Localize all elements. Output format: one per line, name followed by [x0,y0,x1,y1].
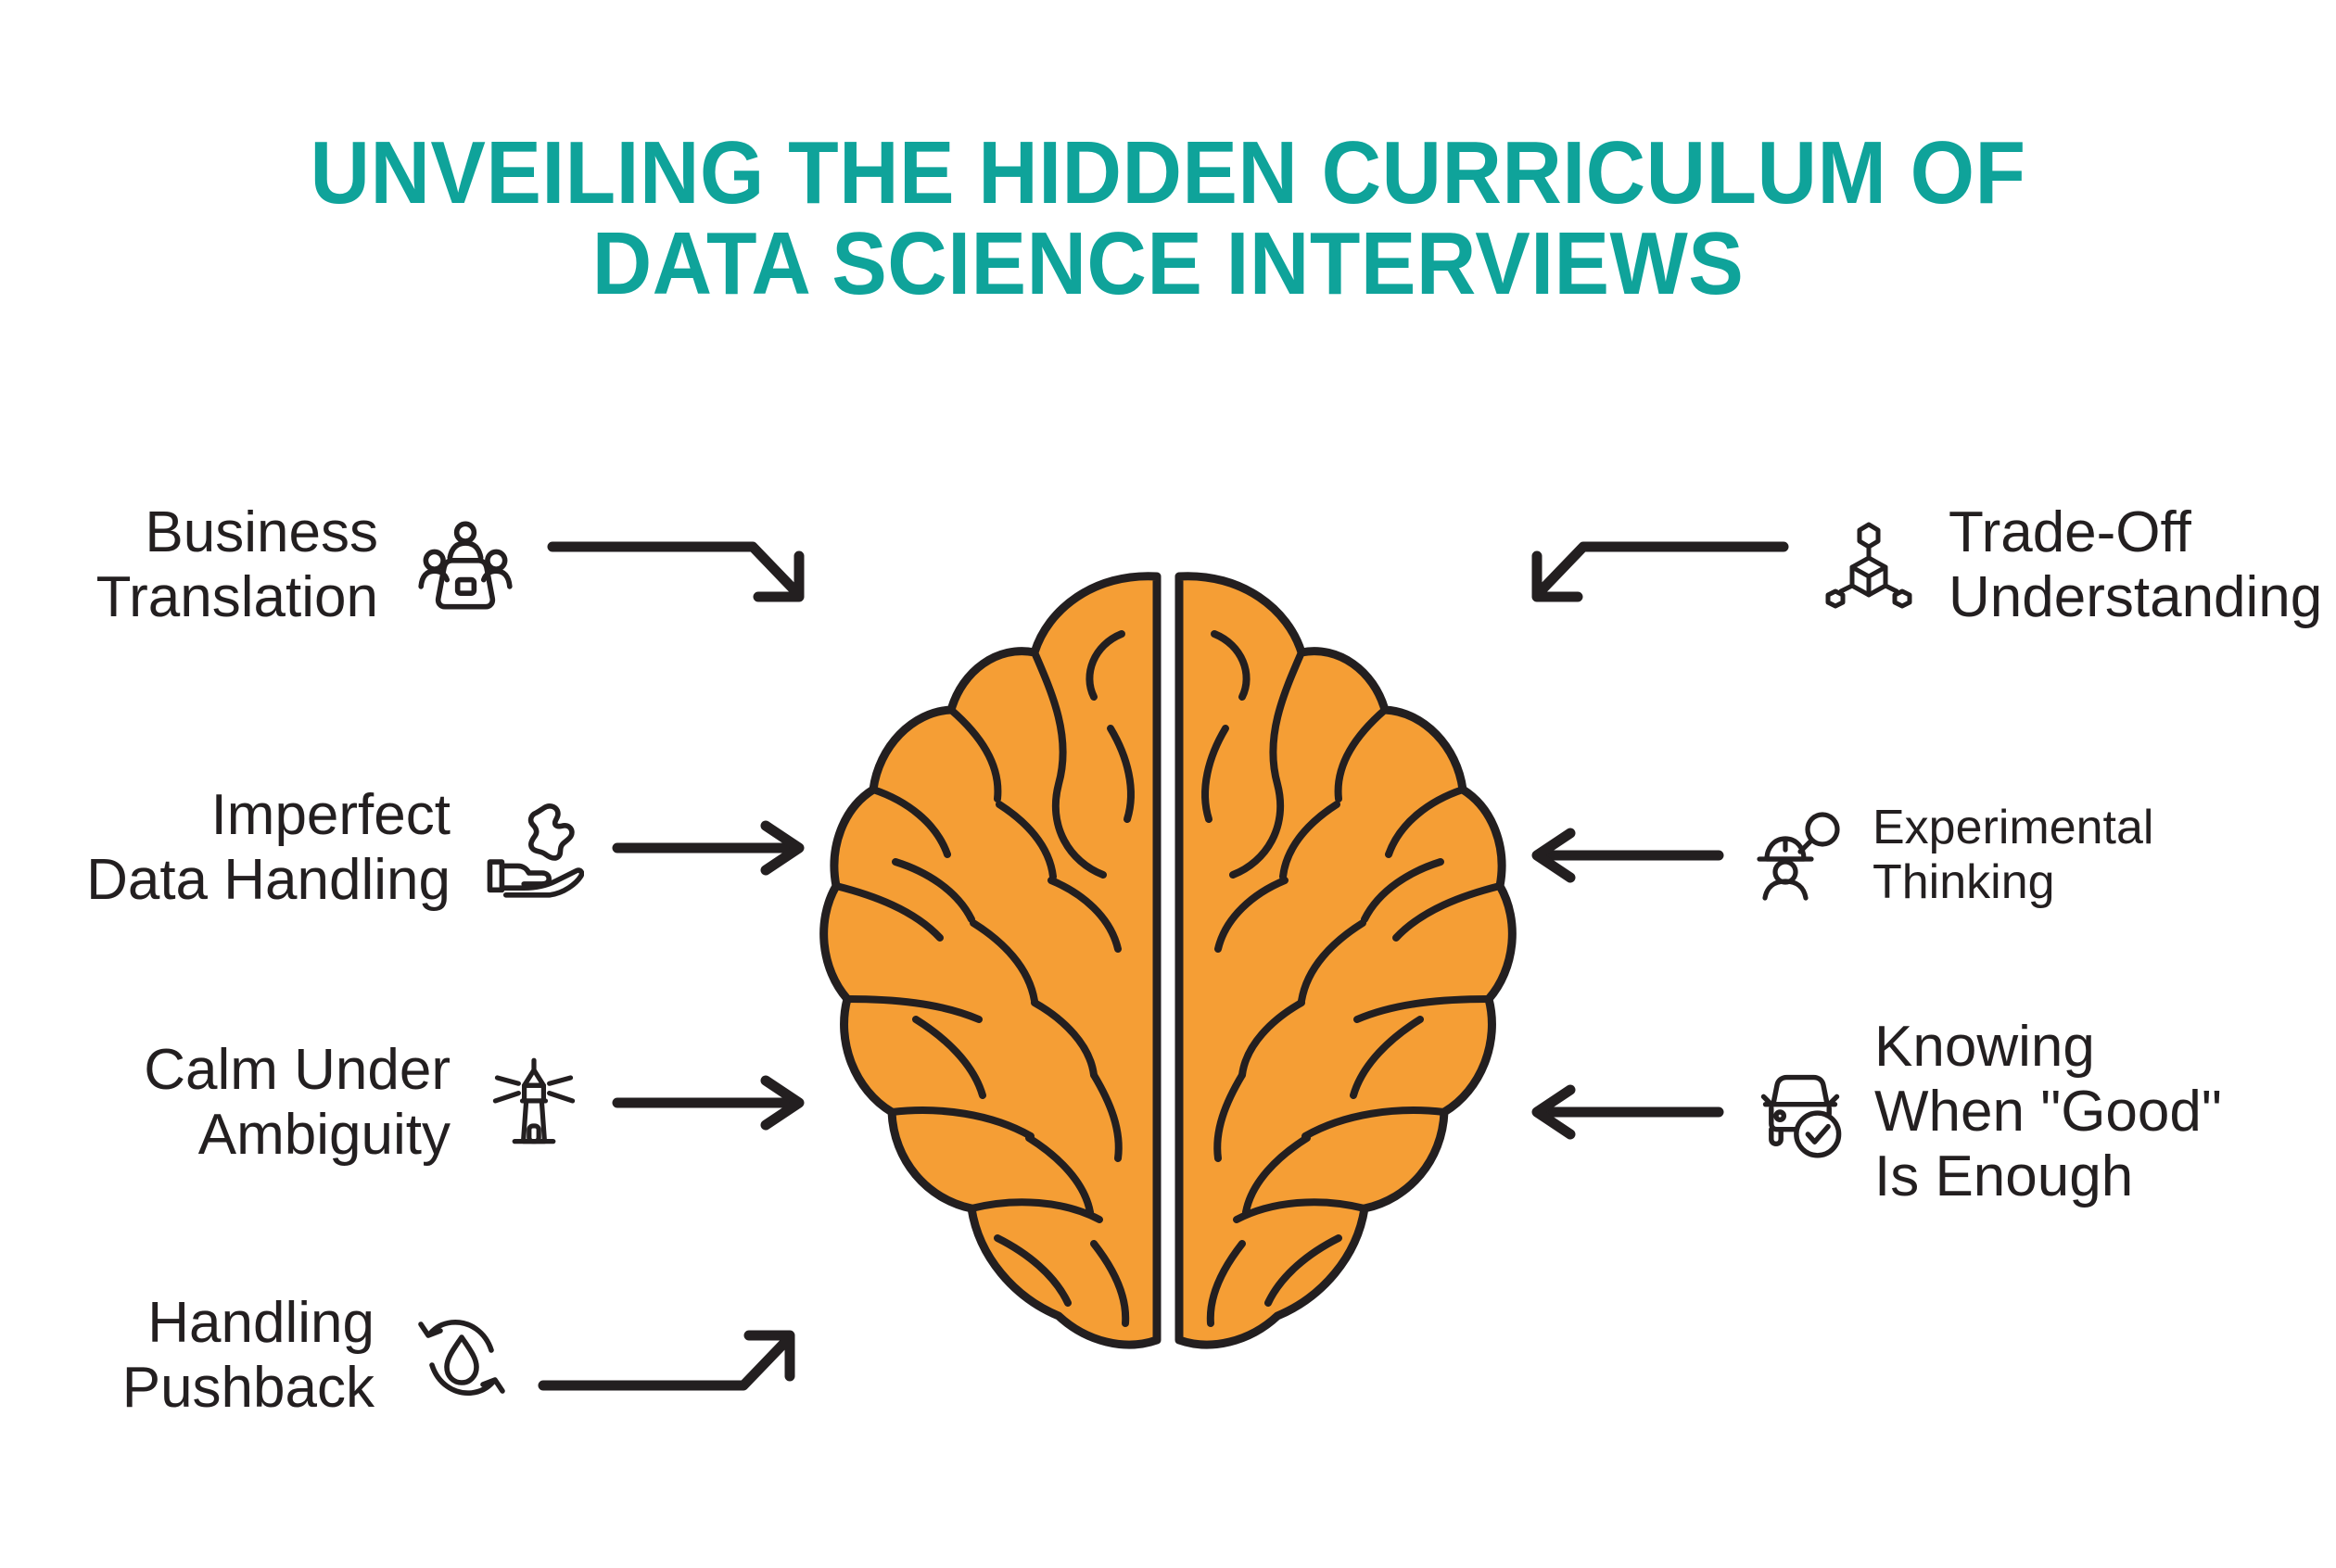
hand-holding-puzzle-piece-icon [478,792,590,904]
label-trade-off-understanding: Trade-Off Understanding [1949,499,2323,629]
arrow-business-translation [547,510,816,621]
brain-illustration [816,556,1520,1372]
page-title-line-2: DATA SCIENCE INTERVIEWS [591,213,1745,313]
lighthouse-icon [478,1047,590,1158]
meeting-table-people-icon [410,510,521,621]
item-business-translation: Business Translation [0,482,816,649]
item-knowing-when-good-is-enough: Knowing When "Good" Is Enough [1520,982,2336,1242]
label-imperfect-data-handling: Imperfect Data Handling [86,782,451,912]
item-calm-under-ambiguity: Calm Under Ambiguity [0,1015,816,1191]
arrow-imperfect-data-handling [612,820,816,876]
arrow-handling-pushback [538,1300,816,1411]
car-check-icon [1745,1056,1856,1168]
item-handling-pushback: Handling Pushback [0,1268,816,1444]
label-business-translation: Business Translation [95,499,378,629]
label-calm-under-ambiguity: Calm Under Ambiguity [144,1037,451,1167]
label-handling-pushback: Handling Pushback [121,1290,375,1420]
item-imperfect-data-handling: Imperfect Data Handling [0,760,816,936]
water-drop-recycle-icon [406,1300,517,1411]
page-title: UNVEILING THE HIDDEN CURRICULUM OF DATA … [0,128,2336,310]
arrow-experimental-thinking [1520,828,1724,883]
person-magnifier-research-icon [1745,800,1856,911]
arrow-knowing-when-good-is-enough [1520,1084,1724,1140]
arrow-calm-under-ambiguity [612,1075,816,1131]
page-title-line-1: UNVEILING THE HIDDEN CURRICULUM OF [310,123,2026,222]
item-trade-off-understanding: Trade-Off Understanding [1520,482,2336,649]
network-node-cube-icon [1813,510,1924,621]
label-knowing-when-good-is-enough: Knowing When "Good" Is Enough [1874,1014,2222,1209]
arrow-trade-off-understanding [1520,510,1789,621]
label-experimental-thinking: Experimental Thinking [1873,801,2154,909]
item-experimental-thinking: Experimental Thinking [1520,777,2336,934]
